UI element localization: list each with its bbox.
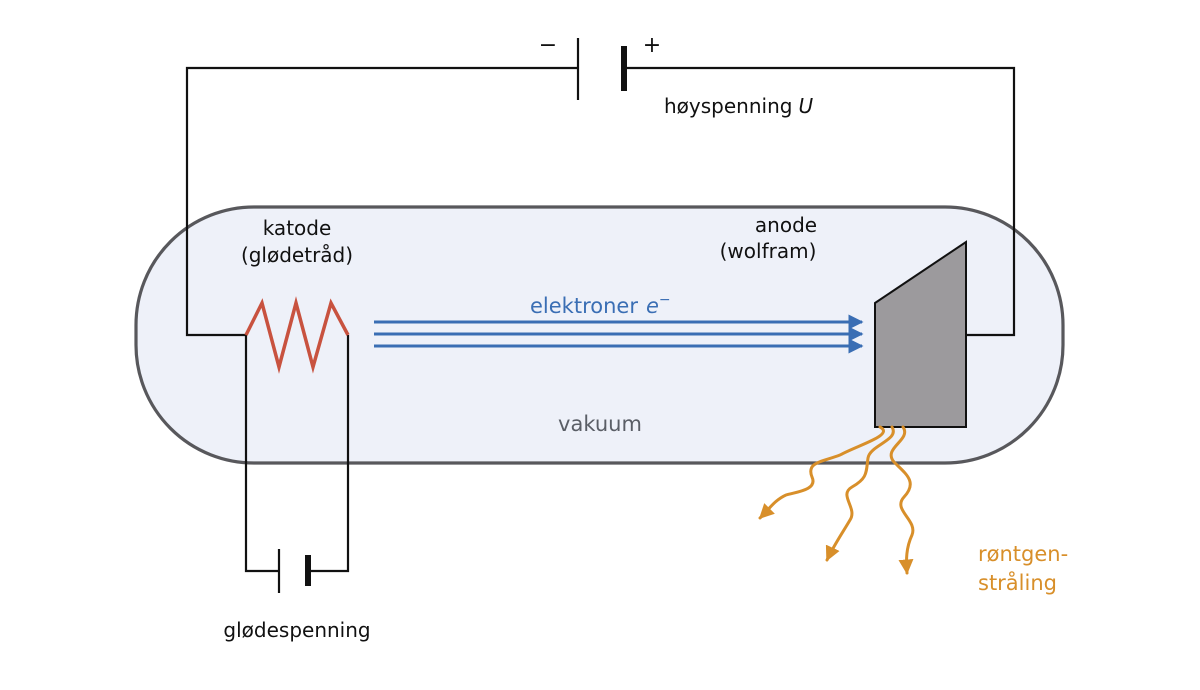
filament-wire-right	[308, 335, 350, 573]
high-voltage-battery	[576, 38, 627, 100]
battery-plus-label: +	[643, 33, 661, 58]
electron-symbol: e	[646, 294, 659, 318]
anode-target	[874, 240, 967, 428]
high-voltage-wire-left	[185, 66, 578, 337]
xray-arrow-3	[889, 425, 915, 575]
high-voltage-wire-right	[624, 66, 1016, 337]
battery-minus-label: −	[539, 33, 557, 58]
cathode-label-line1: katode	[263, 216, 332, 240]
filament-battery	[277, 549, 311, 593]
filament-wire-left	[244, 335, 279, 573]
high-voltage-symbol: U	[798, 94, 813, 118]
electrons-text: elektroner	[530, 294, 638, 318]
filament-voltage-label: glødespenning	[223, 618, 370, 642]
anode-label-line1: anode	[755, 213, 817, 237]
electrons-label: elektroner e−	[530, 292, 671, 318]
cathode-label-line2: (glødetråd)	[241, 243, 353, 267]
cathode-filament	[244, 296, 350, 374]
high-voltage-text: høyspenning	[664, 94, 792, 118]
xray-arrow-2	[825, 425, 895, 562]
electron-charge: −	[659, 292, 671, 308]
anode-label-line2: (wolfram)	[720, 239, 817, 263]
xray-arrow-1	[758, 425, 885, 520]
xray-label-line2: stråling	[978, 570, 1057, 595]
vacuum-label: vakuum	[558, 412, 642, 436]
electron-beam	[374, 314, 864, 354]
xray-radiation	[758, 425, 915, 575]
xray-label-line1: røntgen-	[978, 542, 1068, 566]
